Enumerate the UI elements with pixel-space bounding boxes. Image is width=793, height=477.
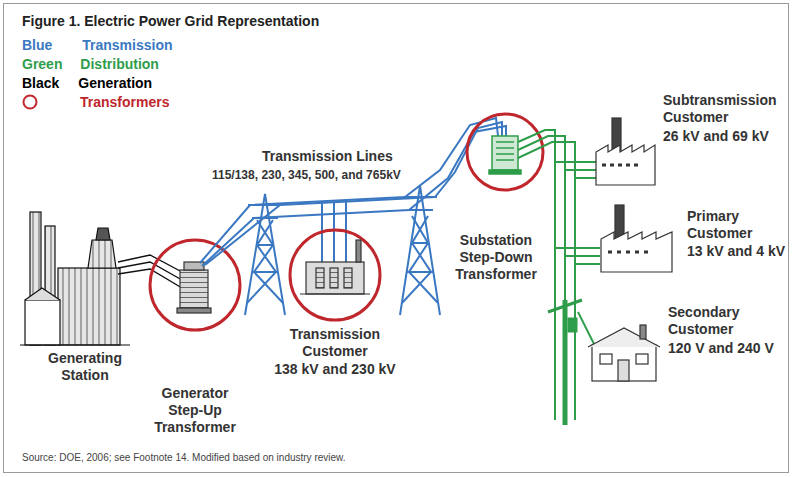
transmission-tower [400, 186, 440, 315]
voltage-list: 115/138, 230, 345, 500, and 765kV [212, 167, 452, 184]
legend-swatch: Blue Transmission [22, 37, 172, 53]
generating-station [20, 212, 130, 345]
legend-text: Green Distribution [22, 56, 159, 72]
step-down-transformer [489, 136, 521, 174]
transmission-tower [245, 194, 285, 315]
voltage-label: 138 kV and 230 kV [262, 361, 408, 378]
figure-title: Figure 1. Electric Power Grid Representa… [22, 13, 319, 30]
primary-factory [601, 205, 672, 272]
customer-label: Primary Customer [687, 208, 787, 242]
voltage-label: 26 kV and 69 kV [663, 128, 787, 145]
legend-text: Black Generation [22, 75, 152, 91]
distribution-pole [548, 300, 582, 425]
line-label: Transmission Lines [262, 148, 412, 165]
legend-row: Blue Transmission [22, 37, 172, 54]
legend-shape [24, 96, 37, 109]
voltage-label: 13 kV and 4 kV [687, 243, 787, 260]
legend-text: Blue Transmission [22, 37, 172, 53]
voltage-label: 120 V and 240 V [668, 340, 786, 357]
source-note: Source: DOE, 2006; see Footnote 14. Modi… [22, 449, 346, 466]
legend-swatch: Black Generation [22, 75, 152, 91]
customer-label: Transmission Customer [270, 326, 400, 360]
figure-frame [4, 4, 789, 473]
secondary-house [588, 325, 660, 381]
transformer-circle [150, 240, 240, 330]
customer-label: Secondary Customer [668, 304, 786, 338]
subtransmission-factory [596, 118, 655, 185]
transformer-label: Generator Step-Up Transformer [147, 385, 243, 436]
step-up-transformer [177, 262, 211, 313]
legend-row: Green Distribution [22, 56, 159, 73]
legend-row: Black Generation [22, 75, 152, 92]
transmission-customer-plant [300, 240, 370, 294]
transformer-label: Substation Step-Down Transformer [446, 232, 546, 283]
station-label: Generating Station [35, 350, 135, 384]
legend-row: Transformers [80, 94, 169, 111]
transformer-circle [290, 230, 380, 320]
customer-label: Subtransmission Customer [663, 92, 787, 126]
legend-text: Transformers [80, 94, 169, 110]
legend-swatch: Green Distribution [22, 56, 159, 72]
